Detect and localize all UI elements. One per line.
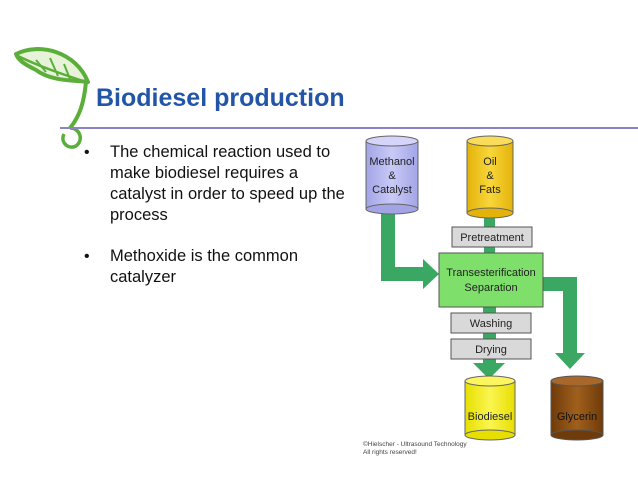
fats-label: Fats — [479, 184, 501, 196]
copyright-note: ©Hielscher - Ultrasound Technology All r… — [363, 441, 513, 457]
bullet-item: • Methoxide is the common catalyzer — [84, 246, 356, 288]
drying-step: Drying — [450, 338, 532, 360]
biodiesel-tank: Biodiesel — [464, 375, 516, 441]
rights-line: All rights reserved! — [363, 449, 417, 456]
transesterification-step: Transesterification Separation — [438, 252, 544, 308]
methanol-amp: & — [388, 170, 396, 182]
glycerin-tank: Glycerin — [550, 375, 604, 441]
bullet-dot-icon: • — [84, 144, 90, 161]
bullet-item: • The chemical reaction used to make bio… — [84, 142, 356, 226]
oil-label: Oil — [483, 156, 496, 168]
slide-title: Biodiesel production — [96, 84, 345, 112]
bullet-dot-icon: • — [84, 248, 90, 265]
bullet-text: Methoxide is the common catalyzer — [110, 247, 299, 286]
separation-label: Separation — [464, 282, 517, 294]
pretreatment-step: Pretreatment — [451, 226, 533, 248]
leaf-logo-icon — [14, 47, 90, 149]
oil-to-pretreatment-arrow — [484, 217, 495, 227]
methanol-catalyst-tank: Methanol & Catalyst — [365, 135, 419, 215]
pretreatment-to-reactor-arrow — [484, 247, 495, 253]
bullet-text: The chemical reaction used to make biodi… — [110, 143, 345, 224]
copyright-line: ©Hielscher - Ultrasound Technology — [363, 441, 467, 448]
title-rule — [60, 127, 638, 129]
catalyst-label: Catalyst — [372, 184, 412, 196]
bullet-list: • The chemical reaction used to make bio… — [84, 142, 356, 308]
biodiesel-process-diagram: Methanol & Catalyst Oil & Fats Pretreatm… — [359, 131, 607, 462]
pretreatment-label: Pretreatment — [460, 232, 524, 244]
methanol-to-reactor-arrow — [381, 205, 439, 289]
oil-amp: & — [486, 170, 494, 182]
biodiesel-label: Biodiesel — [468, 411, 513, 423]
glycerin-label: Glycerin — [557, 411, 597, 423]
methanol-label: Methanol — [369, 156, 414, 168]
oil-fats-tank: Oil & Fats — [466, 135, 514, 219]
washing-step: Washing — [450, 312, 532, 334]
drying-label: Drying — [475, 344, 507, 356]
washing-label: Washing — [470, 318, 512, 330]
reactor-to-glycerin-arrow — [543, 277, 585, 369]
transesterification-label: Transesterification — [446, 267, 535, 279]
